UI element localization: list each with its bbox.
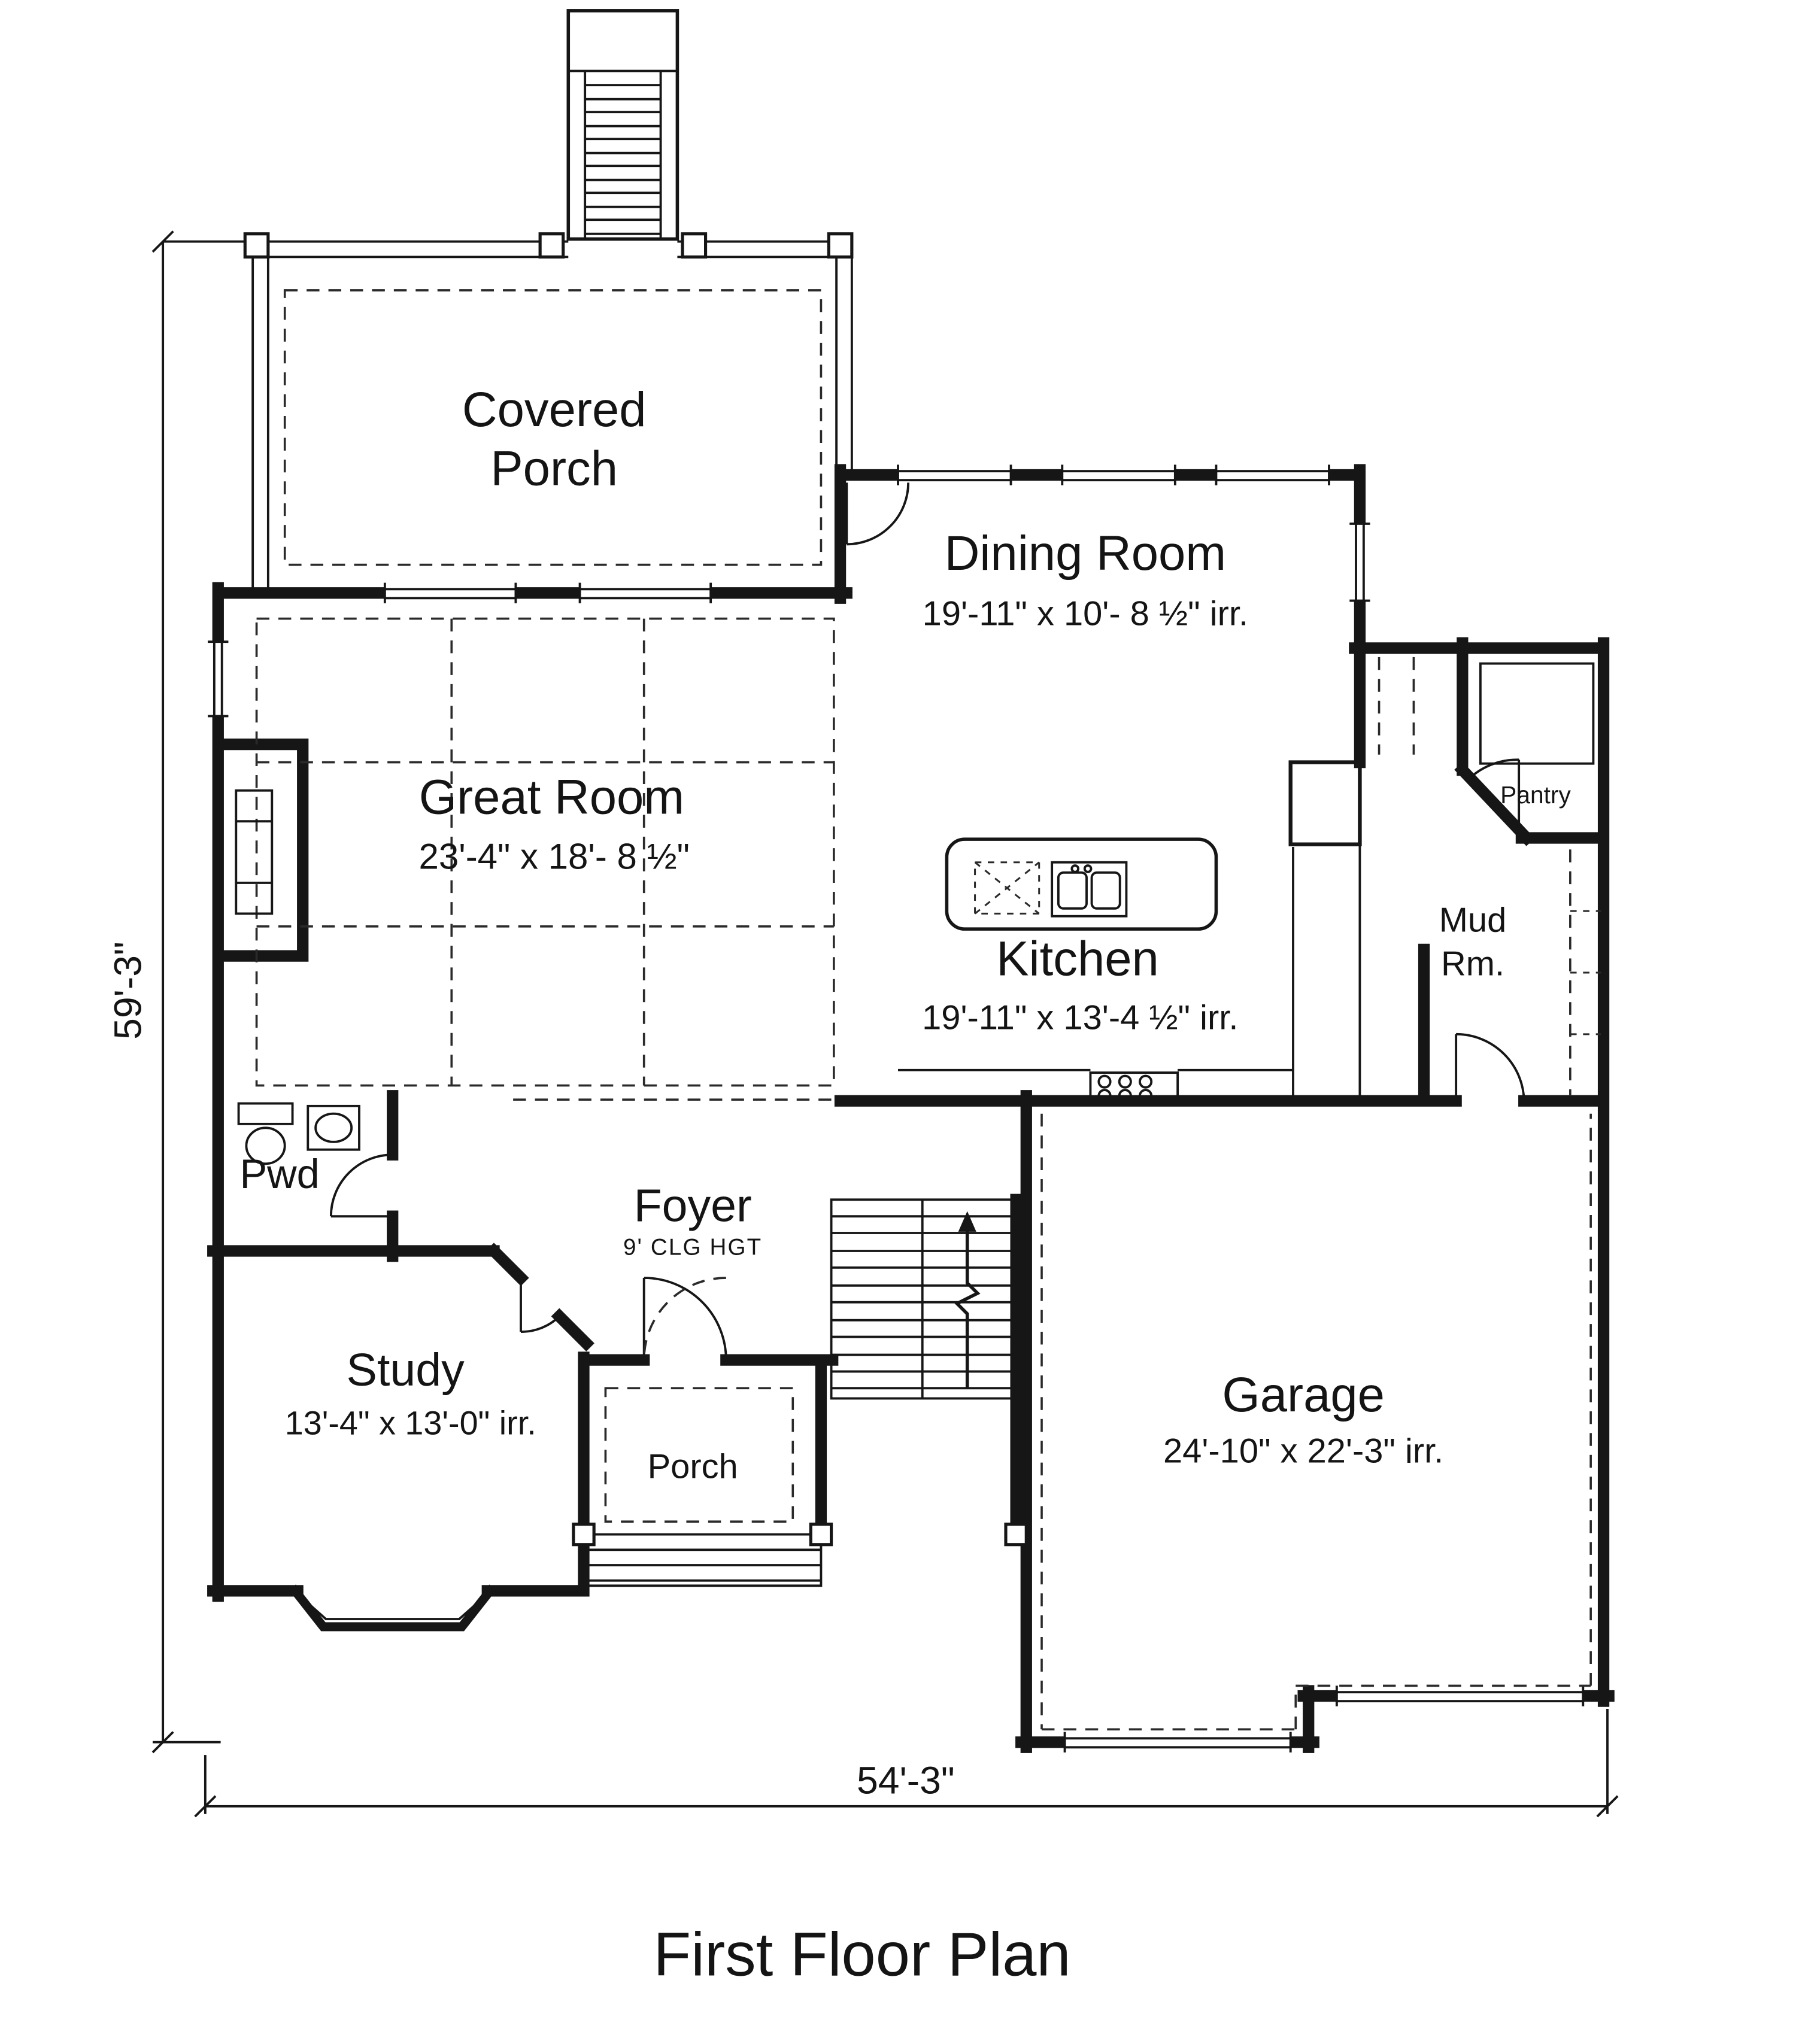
kitchen-island xyxy=(945,837,1218,931)
refrigerator xyxy=(1288,760,1362,846)
powder-label: Pwd xyxy=(239,1151,319,1197)
front-porch-label: Porch xyxy=(648,1447,738,1486)
dining-room-label: Dining Room xyxy=(945,526,1227,581)
mud-room-label-line2: Rm. xyxy=(1441,944,1504,983)
foyer-label: Foyer xyxy=(634,1180,752,1232)
pantry-shelves xyxy=(1479,662,1595,765)
porch-posts xyxy=(243,232,854,259)
covered-porch-label-line1: Covered xyxy=(462,382,647,437)
stair-direction-arrow xyxy=(954,1224,981,1389)
ceiling-grid xyxy=(255,617,1592,1731)
kitchen-dims: 19'-11" x 13'-4 ½" irr. xyxy=(922,998,1238,1037)
kitchen-label: Kitchen xyxy=(996,931,1159,986)
mud-room-lockers xyxy=(1569,849,1601,1096)
walls xyxy=(207,464,1615,1753)
windows xyxy=(208,464,1585,1753)
covered-porch-label-line2: Porch xyxy=(490,442,618,496)
fireplace xyxy=(235,789,274,915)
powder-fixtures xyxy=(237,1102,360,1165)
chimney xyxy=(566,9,679,241)
covered-porch-outline xyxy=(251,240,853,593)
mud-room-label-line1: Mud xyxy=(1439,901,1507,939)
vanity xyxy=(307,1104,360,1151)
plan-title: First Floor Plan xyxy=(653,1920,1070,1989)
toilet-bowl xyxy=(245,1126,286,1165)
dining-room-dims: 19'-11" x 10'- 8 ½" irr. xyxy=(923,594,1248,633)
study-dims: 13'-4" x 13'-0" irr. xyxy=(285,1404,536,1441)
range-cooktop xyxy=(1089,1071,1179,1105)
garage-dims: 24'-10" x 22'-3" irr. xyxy=(1163,1432,1443,1471)
study-label: Study xyxy=(347,1344,465,1396)
garage-label: Garage xyxy=(1222,1368,1385,1422)
front-porch-steps xyxy=(572,1522,1028,1587)
great-room-label: Great Room xyxy=(419,770,684,824)
door-arcs xyxy=(329,482,1525,1360)
kitchen-counters xyxy=(898,760,1362,1098)
great-room-dims: 23'-4" x 18'- 8 ½" xyxy=(419,836,690,876)
pantry-label: Pantry xyxy=(1500,781,1571,809)
foyer-ceiling-note: 9' CLG HGT xyxy=(623,1234,762,1260)
dimension-lines xyxy=(151,230,1619,1818)
overall-width-dimension: 54'-3" xyxy=(857,1758,955,1802)
kitchen-sink xyxy=(1051,861,1128,918)
toilet-tank xyxy=(237,1102,294,1125)
stair-arrow-head xyxy=(958,1211,976,1232)
overall-depth-dimension: 59'-3" xyxy=(107,941,150,1040)
stairs xyxy=(830,1198,1015,1400)
sink-basin xyxy=(314,1112,353,1143)
